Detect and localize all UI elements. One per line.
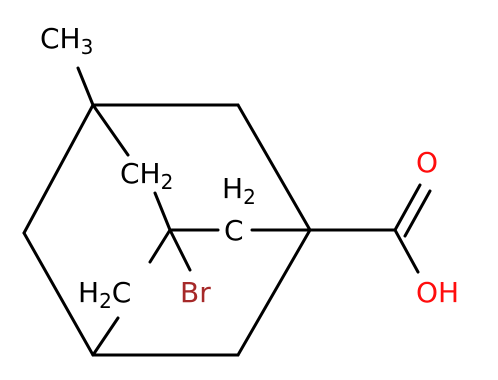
atom-labels: CH3 CH2 H2 C H2C Br O OH (40, 22, 459, 313)
bond-cage-12 (91, 316, 120, 357)
bond-c-o-double-b (403, 189, 432, 238)
carbonyl-oxygen-label: O (416, 146, 438, 179)
bond-cage-3 (22, 103, 95, 235)
bond-cage-7 (91, 103, 130, 157)
bond-cage-6 (236, 228, 312, 357)
bond-c-oh (393, 228, 420, 274)
ch2-right-h-label: H2 (222, 172, 256, 209)
bromine-label: Br (180, 276, 211, 309)
bond-c-br (168, 228, 192, 272)
bond-cage-11 (148, 228, 172, 264)
bond-cage-8 (153, 191, 172, 232)
hydroxyl-label: OH (416, 276, 459, 309)
bond-methyl (76, 66, 95, 107)
methyl-label: CH3 (40, 22, 93, 59)
bonds (22, 66, 432, 357)
bond-cage-2 (236, 103, 312, 232)
bond-cage-4 (22, 231, 95, 357)
ch2-lower-label: H2C (78, 276, 131, 313)
ch2-upper-label: CH2 (120, 157, 173, 194)
bond-c-o-double-a (393, 183, 422, 232)
ch2-right-c-label: C (224, 214, 244, 247)
